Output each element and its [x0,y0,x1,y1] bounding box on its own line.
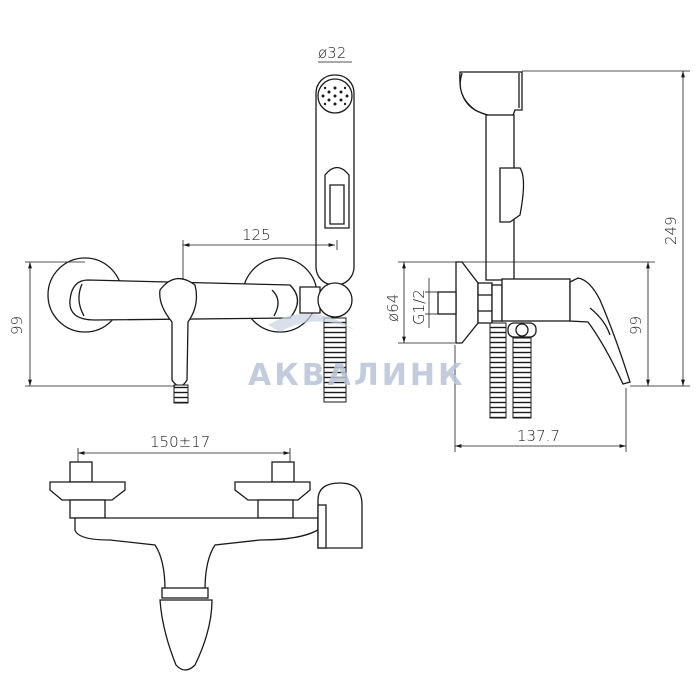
top-view [49,448,363,671]
dim-depth-label: 137.7 [517,427,560,445]
dim-total-height-label: 249 [662,216,680,245]
dim-side-height-label: 99 [627,316,645,335]
dim-spacing-label: 125 [242,226,271,244]
dim-thread-label: G1/2 [410,289,428,325]
side-view [398,70,690,452]
watermark-logo [268,313,355,332]
dim-front-height-label: 99 [8,316,26,335]
dim-head-diameter-label: ø32 [318,44,346,62]
dim-flange-diameter-label: ø64 [384,294,402,322]
watermark-text: АКВАЛИНК [248,358,465,393]
dim-center-distance-label: 150±17 [150,433,210,451]
front-view [25,61,355,404]
